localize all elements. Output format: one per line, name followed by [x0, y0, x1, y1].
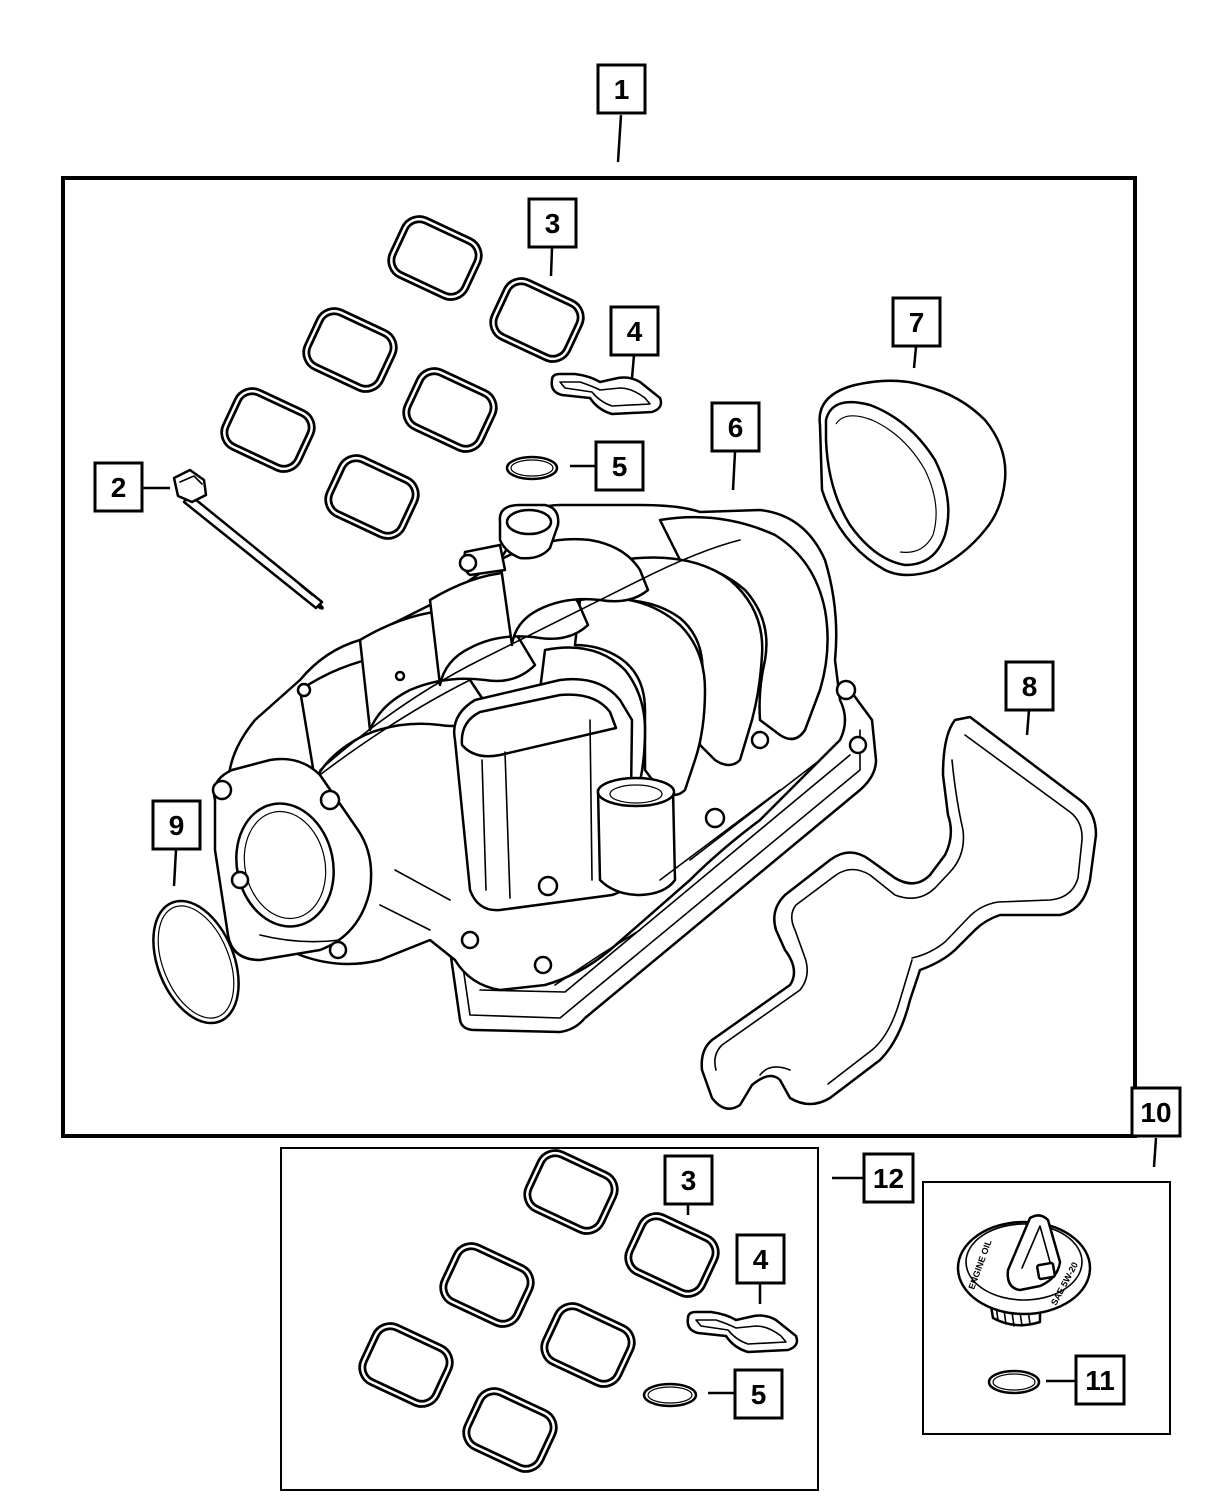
pcv-gasket-main: [550, 372, 663, 416]
callout-1: 1: [596, 63, 647, 115]
callout-4-kit-label: 4: [753, 1244, 769, 1275]
bolt: [172, 468, 324, 610]
callout-1-label: 1: [614, 74, 630, 105]
callout-10: 10: [1130, 1086, 1182, 1138]
callout-9: 9: [151, 799, 202, 851]
oil-fill-cap: ENGINE OIL SAE 5W-20: [956, 1214, 1092, 1327]
callout-3-kit: 3: [663, 1154, 714, 1206]
callout-5-label: 5: [612, 451, 628, 482]
callout-5-kit-label: 5: [751, 1379, 767, 1410]
callout-3-label: 3: [545, 208, 561, 239]
callout-3: 3: [527, 197, 578, 249]
o-ring-kit: [642, 1382, 698, 1408]
callout-11-label: 11: [1085, 1365, 1115, 1396]
callout-4-label: 4: [627, 316, 643, 347]
callout-8: 8: [1004, 660, 1055, 712]
intake-manifold: [211, 503, 878, 1034]
callout-10-label: 10: [1140, 1097, 1171, 1128]
callout-2: 2: [93, 461, 144, 513]
callout-4-kit: 4: [735, 1233, 786, 1285]
oil-cap-o-ring: [987, 1369, 1041, 1395]
callout-7: 7: [891, 296, 942, 348]
pcv-gasket-kit: [686, 1310, 799, 1354]
callout-8-label: 8: [1022, 671, 1038, 702]
callout-12: 12: [862, 1152, 915, 1204]
callout-9-label: 9: [169, 810, 185, 841]
callout-4: 4: [609, 305, 660, 357]
callout-6: 6: [710, 401, 761, 453]
callout-5: 5: [594, 440, 645, 492]
callout-6-label: 6: [728, 412, 744, 443]
port-gaskets-main: [220, 215, 585, 540]
callout-12-label: 12: [873, 1163, 904, 1194]
callout-3-kit-label: 3: [681, 1165, 697, 1196]
port-gaskets-kit: [358, 1149, 720, 1473]
throttle-seal-sleeve: [818, 379, 1007, 577]
callout-11: 11: [1074, 1354, 1126, 1406]
assembly-frame-oil-cap: [922, 1181, 1171, 1435]
leader-lines: [142, 114, 1158, 1395]
callout-2-label: 2: [111, 472, 127, 503]
callout-7-label: 7: [909, 307, 925, 338]
o-ring-main: [505, 455, 559, 481]
manifold-lower-gasket: [700, 715, 1098, 1110]
assembly-frame-main: [61, 176, 1137, 1138]
assembly-frame-gasket-kit: [280, 1147, 819, 1491]
callout-5-kit: 5: [733, 1368, 784, 1420]
